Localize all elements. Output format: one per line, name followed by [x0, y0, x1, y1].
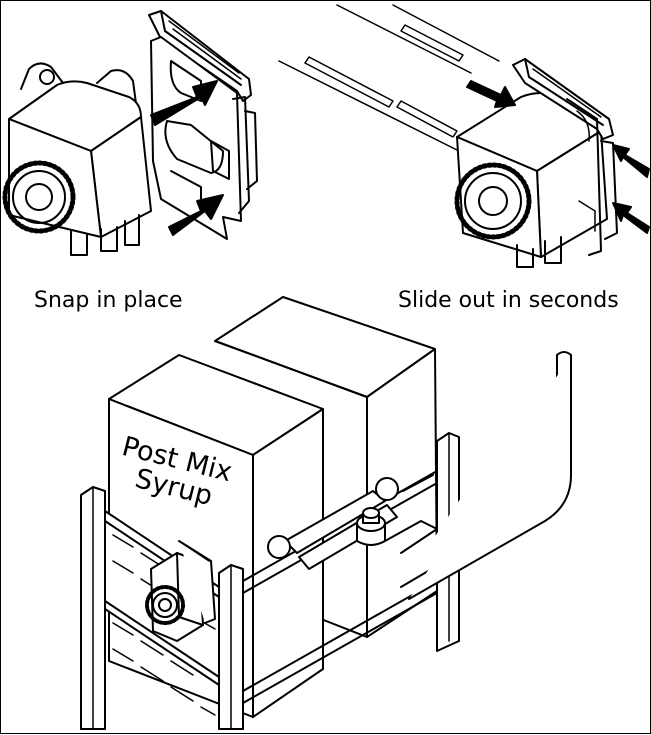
wall-rails — [278, 4, 500, 152]
manifold-tubing — [267, 351, 572, 600]
caption-slide-out: Slide out in seconds — [398, 288, 619, 313]
arrows-snap — [150, 80, 224, 236]
pump-on-rack — [145, 540, 216, 642]
caption-snap-in-place: Snap in place — [34, 288, 183, 313]
pump-right — [454, 92, 608, 268]
arrows-slide — [466, 80, 650, 234]
bracket-left — [148, 10, 258, 240]
bracket-right — [512, 58, 618, 256]
pump-left — [2, 62, 152, 256]
